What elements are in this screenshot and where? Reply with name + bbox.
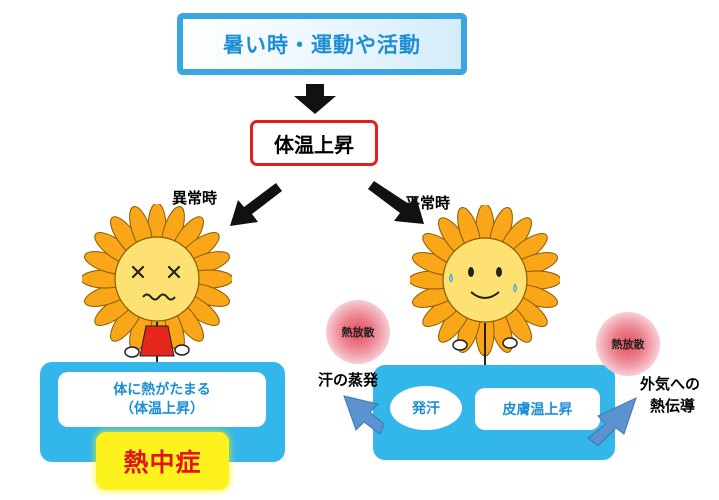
- heat-conduction-line1: 外気への: [640, 375, 701, 393]
- diagonal-arrow-icon: [368, 181, 424, 224]
- heat-release-text-left: 熱放散: [341, 326, 375, 339]
- sweating-oval: 発汗: [390, 386, 462, 430]
- sweating-text: 発汗: [412, 401, 440, 417]
- heat-conduction-line2: 熱伝導: [650, 397, 696, 415]
- body-temp-rise-text: 体温上昇: [274, 132, 354, 157]
- abnormal-label: 異常時: [172, 189, 218, 207]
- skin-temp-box: 皮膚温上昇: [475, 388, 600, 430]
- curved-arrow-icon: [343, 395, 385, 435]
- sunflower-sick-icon: [82, 204, 232, 374]
- skin-temp-text: 皮膚温上昇: [502, 402, 573, 418]
- title-box: 暑い時・運動や活動: [177, 13, 467, 75]
- sweat-evaporation-label: 汗の蒸発: [318, 371, 379, 389]
- heat-release-circle-left: 熱放散: [326, 300, 390, 364]
- heat-conduction-label: 外気への 熱伝導: [640, 373, 700, 417]
- down-arrow-icon: [294, 84, 336, 114]
- heat-release-circle-right: 熱放散: [596, 312, 660, 376]
- heat-release-text-right: 熱放散: [611, 338, 645, 351]
- heatstroke-box: 熱中症: [96, 432, 229, 490]
- heat-buildup-text: 体に熱がたまる: [113, 381, 211, 398]
- sunflower-happy-icon: [410, 205, 560, 370]
- body-temp-rise-box: 体温上昇: [250, 120, 378, 166]
- heatstroke-text: 熱中症: [123, 448, 202, 477]
- diagonal-arrow-icon: [230, 183, 282, 226]
- curved-arrow-icon: [587, 397, 637, 447]
- title-text: 暑い時・運動や活動: [223, 33, 421, 57]
- heat-buildup-subtext: （体温上昇）: [120, 400, 204, 417]
- heat-buildup-box: 体に熱がたまる （体温上昇）: [58, 372, 266, 427]
